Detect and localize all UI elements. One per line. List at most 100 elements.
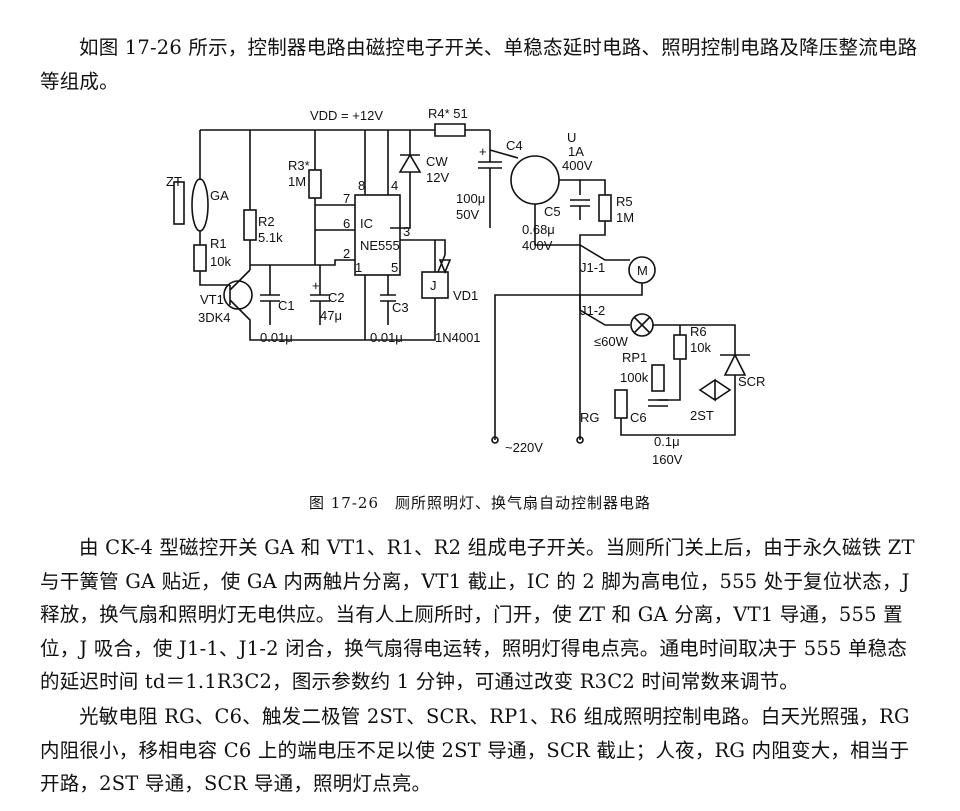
label-cw: CW bbox=[426, 154, 448, 169]
label-c1: C1 bbox=[278, 298, 295, 313]
wire bbox=[314, 198, 355, 265]
label-pin5: 5 bbox=[391, 260, 398, 275]
label-r4: R4* 51 bbox=[428, 106, 468, 121]
c3-capacitor bbox=[364, 275, 396, 340]
label-rp1: RP1 bbox=[622, 350, 647, 365]
vd1-diode bbox=[437, 254, 452, 275]
ground-wire bbox=[249, 298, 436, 341]
u-rectifier bbox=[510, 155, 560, 205]
label-vt1: VT1 bbox=[200, 292, 224, 307]
label-c3-val: 0.01μ bbox=[370, 330, 403, 345]
wire bbox=[199, 271, 230, 286]
label-r1: R1 bbox=[210, 236, 227, 251]
body-paragraph-2: 光敏电阻 RG、C6、触发二极管 2ST、SCR、RP1、R6 组成照明控制电路… bbox=[40, 705, 910, 795]
label-r3: R3* bbox=[288, 158, 310, 173]
label-c6-val: 0.1μ bbox=[654, 434, 680, 449]
r4-resistor bbox=[434, 123, 466, 137]
label-ga: GA bbox=[210, 188, 229, 203]
ac-terminal-left bbox=[491, 436, 499, 444]
figure-caption: 图 17-26 厕所照明灯、换气扇自动控制器电路 bbox=[308, 494, 651, 512]
ac-terminal-right bbox=[576, 436, 584, 444]
ic-555 bbox=[354, 194, 401, 276]
label-j11: J1-1 bbox=[580, 260, 605, 275]
label-vdd: VDD = +12V bbox=[310, 108, 383, 123]
label-c5-val: 0.68μ bbox=[522, 222, 555, 237]
label-pin7: 7 bbox=[343, 191, 350, 206]
intro-paragraph: 如图 17-26 所示，控制器电路由磁控电子开关、单稳态延时电路、照明控制电路及… bbox=[40, 36, 918, 93]
circuit-diagram: VDD = +12V R4* 51 U 1A 400V C4 + CW 12V … bbox=[166, 106, 765, 467]
r6-resistor bbox=[673, 334, 687, 360]
label-c4: C4 bbox=[506, 138, 523, 153]
label-vt1-type: 3DK4 bbox=[198, 310, 231, 325]
vt1-transistor bbox=[223, 280, 253, 310]
label-u-rating: 1A bbox=[568, 144, 584, 159]
label-r2-val: 5.1k bbox=[258, 230, 283, 245]
label-j12: J1-2 bbox=[580, 303, 605, 318]
wire bbox=[580, 179, 606, 195]
cw-zener bbox=[390, 130, 422, 229]
label-scr: SCR bbox=[738, 374, 765, 389]
rg-photoresistor bbox=[614, 389, 628, 419]
label-u-voltage: 400V bbox=[562, 158, 593, 173]
label-c5: C5 bbox=[544, 204, 561, 219]
label-r6-val: 10k bbox=[690, 340, 711, 355]
label-pin4: 4 bbox=[391, 178, 398, 193]
label-pin8: 8 bbox=[358, 178, 365, 193]
wire bbox=[250, 259, 355, 266]
label-r5-val: 1M bbox=[616, 210, 634, 225]
c6-capacitor bbox=[648, 399, 668, 407]
label-ic-type: NE555 bbox=[360, 238, 400, 253]
body-paragraph-1: 由 CK-4 型磁控开关 GA 和 VT1、R1、R2 组成电子开关。当厕所门关… bbox=[40, 536, 915, 693]
label-c6-v: 160V bbox=[652, 452, 683, 467]
label-vd1: VD1 bbox=[453, 288, 478, 303]
zt-magnet bbox=[173, 181, 185, 225]
r2-resistor bbox=[243, 209, 257, 241]
label-ac: ~220V bbox=[505, 440, 543, 455]
label-relay: J bbox=[430, 278, 437, 293]
scr-symbol bbox=[720, 353, 750, 376]
label-c4-v: 50V bbox=[456, 207, 479, 222]
ic-vcc-wires bbox=[364, 130, 389, 195]
c5-capacitor bbox=[570, 199, 590, 220]
label-rg: RG bbox=[580, 410, 600, 425]
label-pin6: 6 bbox=[343, 216, 350, 231]
label-pin1: 1 bbox=[355, 260, 362, 275]
label-r1-val: 10k bbox=[210, 254, 231, 269]
label-lamp: ≤60W bbox=[594, 334, 629, 349]
label-c5-v: 400V bbox=[522, 238, 553, 253]
label-cw-v: 12V bbox=[426, 170, 449, 185]
twost-diac bbox=[698, 378, 732, 402]
label-r2: R2 bbox=[258, 214, 275, 229]
label-ic: IC bbox=[360, 216, 373, 231]
c2-capacitor bbox=[310, 265, 330, 325]
label-pin3: 3 bbox=[403, 224, 410, 239]
label-pin2: 2 bbox=[343, 246, 350, 261]
label-twost: 2ST bbox=[690, 408, 714, 423]
label-vd1-type: 1N4001 bbox=[435, 330, 481, 345]
lamp-cross bbox=[633, 316, 651, 334]
j11-contact bbox=[579, 244, 630, 261]
label-zt: ZT bbox=[166, 174, 182, 189]
label-c2-val: 47μ bbox=[320, 308, 342, 323]
c4-capacitor bbox=[478, 150, 502, 228]
label-c4-val: 100μ bbox=[456, 191, 485, 206]
wire bbox=[620, 375, 736, 436]
label-c6: C6 bbox=[630, 410, 647, 425]
label-r3-val: 1M bbox=[288, 174, 306, 189]
ga-reed-switch bbox=[191, 178, 209, 232]
wire bbox=[400, 239, 446, 272]
vt1-leads bbox=[229, 269, 251, 335]
rp1-potentiometer bbox=[651, 364, 665, 392]
r3-resistor bbox=[308, 169, 322, 199]
r5-resistor bbox=[598, 194, 612, 222]
label-c3: C3 bbox=[392, 300, 409, 315]
label-u: U bbox=[567, 130, 576, 145]
label-plus-c4: + bbox=[479, 144, 487, 159]
label-plus-c2: + bbox=[312, 278, 320, 293]
label-motor: M bbox=[637, 263, 648, 278]
label-c2: C2 bbox=[328, 290, 345, 305]
c1-capacitor bbox=[260, 265, 280, 325]
label-c1-val: 0.01μ bbox=[260, 330, 293, 345]
label-rp1-val: 100k bbox=[620, 370, 649, 385]
r1-resistor bbox=[193, 244, 207, 272]
